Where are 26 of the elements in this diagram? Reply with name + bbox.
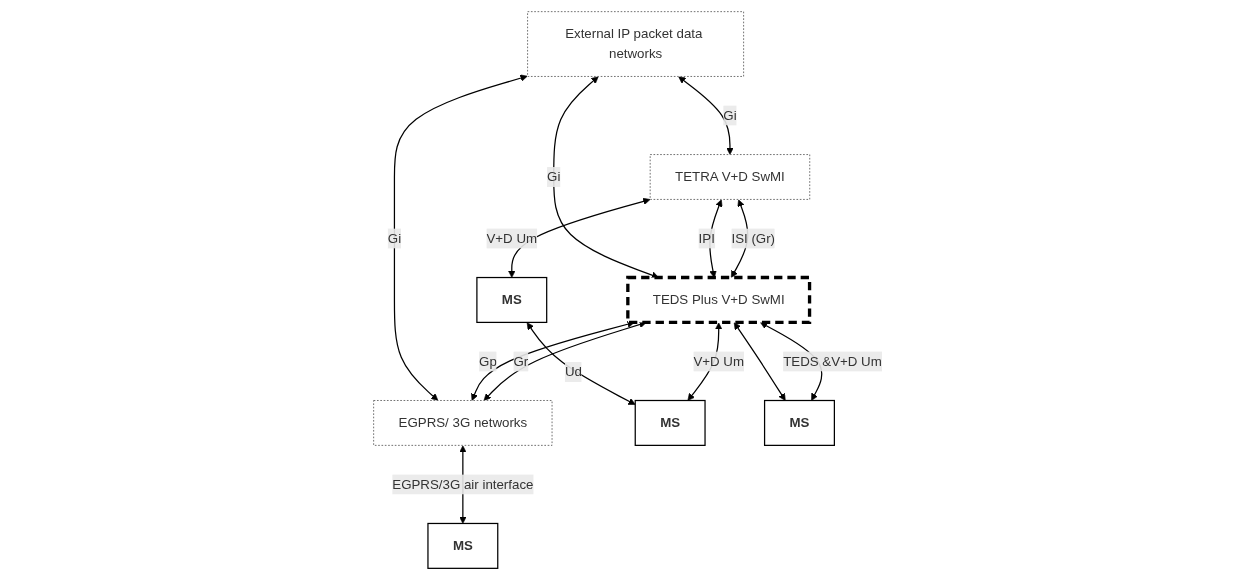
edge-label: V+D Um <box>693 353 744 369</box>
node-box: MS <box>427 522 499 569</box>
edge-label: Ud <box>564 364 582 379</box>
edge-label: ISI (Gr) <box>731 231 775 246</box>
arrow <box>526 322 636 405</box>
edge-label: IPI <box>698 231 715 246</box>
edge-label: EGPRS/3G air interface <box>392 476 534 492</box>
node-box: MS <box>763 399 835 446</box>
arrow <box>507 197 651 278</box>
edge-label: Gr <box>513 353 529 369</box>
node-box: External IP packet data networks <box>526 11 744 77</box>
node-box: MS <box>476 276 548 324</box>
node-box: MS <box>634 399 706 446</box>
arrow <box>678 76 734 155</box>
node-box: TETRA V+D SwMI <box>649 154 810 200</box>
edge-label: Gi <box>723 108 737 123</box>
edge-label: Gi <box>546 169 561 184</box>
edge-label: V+D Um <box>486 231 537 246</box>
node-box: TEDS Plus V+D SwMI <box>626 275 811 325</box>
edge-label: Gp <box>478 353 497 369</box>
arrow <box>393 74 528 401</box>
arrow <box>709 199 723 278</box>
edge-label: Gi <box>387 231 401 246</box>
edge-label: TEDS &V+D Um <box>782 353 882 369</box>
arrow <box>733 322 786 401</box>
node-box: EGPRS/ 3G networks <box>373 400 553 446</box>
